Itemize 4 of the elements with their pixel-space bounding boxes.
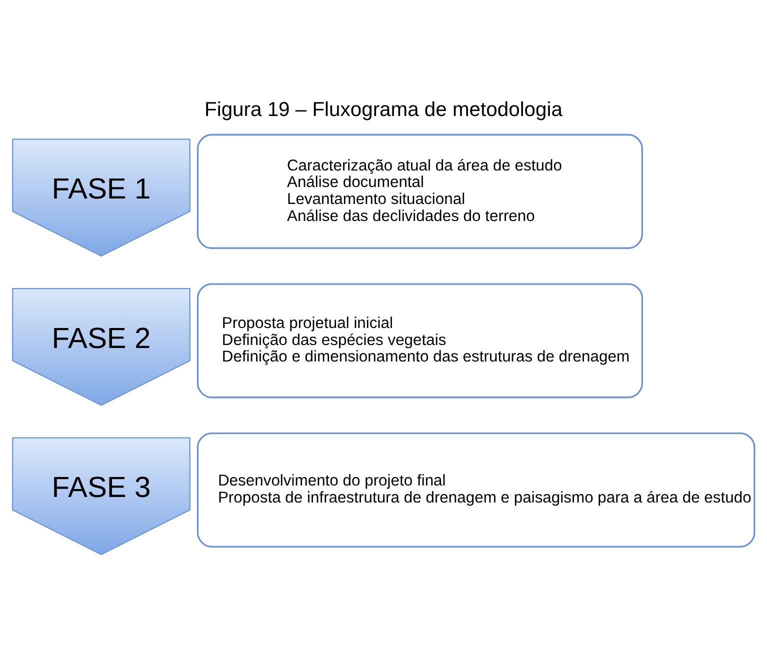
node-box: Caracterização atual da área de estudo Análise documental Levantamento situacional Análise das declividades do terreno	[196, 134, 644, 249]
node-box: Desenvolvimento do projeto final Proposta de infraestrutura de drenagem e paisagismo para a área de estudo	[196, 432, 756, 548]
node-box: Proposta projetual inicial Definição das espécies vegetais Definição e dimensionamento das estruturas de drenagem	[196, 283, 644, 398]
diagram-title: Figura 19 – Fluxograma de metodologia	[204, 99, 562, 122]
